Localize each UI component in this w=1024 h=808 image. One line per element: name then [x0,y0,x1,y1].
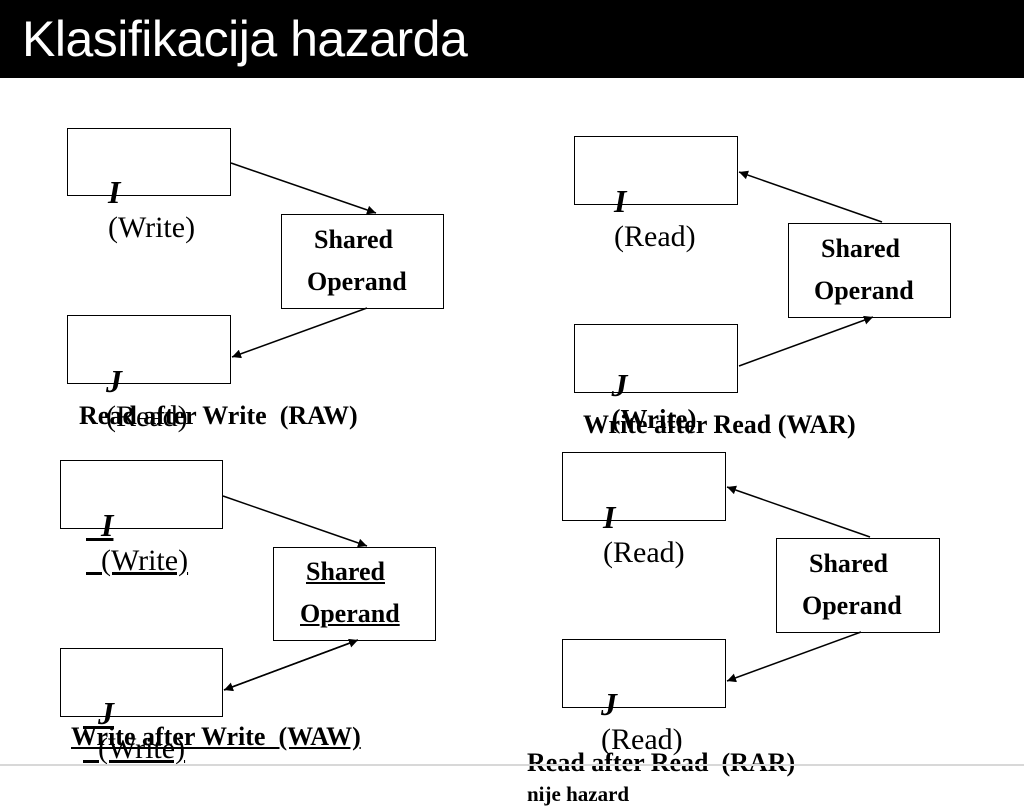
title-bar: Klasifikacija hazarda [0,0,1024,78]
raw-instruction-i-label: I (Write) [93,140,195,245]
raw-j-op: (Read) [106,400,188,433]
raw-shared-operand-box: Shared Operand [281,214,444,309]
war-arrow-j-to-operand [738,315,874,367]
raw-arrow-i-to-operand [230,162,377,215]
raw-shared-line1: Shared [314,225,393,254]
raw-i-op: (Write) [108,211,196,244]
raw-i-var: I [108,174,121,210]
waw-i-op: (Write) [101,544,189,577]
raw-shared-line2: Operand [307,267,407,296]
rar-shared-operand-box: Shared Operand [776,538,940,633]
war-j-var: J [611,367,628,403]
raw-j-var: J [106,363,122,399]
waw-shared-operand-box: Shared Operand [273,547,436,641]
dependency-arrows [222,162,883,692]
war-shared-line2: Operand [814,276,914,305]
waw-caption: Write after Write (WAW) [71,722,361,751]
waw-instruction-j-box [60,648,223,717]
rar-instruction-j-label: J (Read) [586,652,683,757]
raw-instruction-j-label: J (Read) [91,329,188,434]
war-i-var: I [614,183,627,219]
waw-arrow-i-to-operand [222,495,368,548]
rar-instruction-i-label: I (Read) [588,465,685,570]
waw-i-var: I [101,507,114,543]
rar-shared-line1: Shared [809,549,888,578]
war-shared-line1: Shared [821,234,900,263]
waw-j-op: (Write) [98,732,186,765]
raw-instruction-j-box [67,315,231,384]
waw-shared-line2: Operand [300,599,400,628]
rar-instruction-i-box [562,452,726,521]
raw-instruction-i-box [67,128,231,196]
rar-not-hazard-note: nije hazard [527,782,630,806]
rar-j-op: (Read) [601,723,683,756]
war-shared-operand-box: Shared Operand [788,223,951,318]
war-arrow-operand-to-i [738,170,883,223]
rar-i-op: (Read) [603,536,685,569]
slide-title: Klasifikacija hazarda [22,11,468,67]
waw-arrow-j-to-operand [223,638,359,691]
war-instruction-j-label: J (Write) [598,336,697,435]
rar-instruction-j-box [562,639,726,708]
war-instruction-i-box [574,136,738,205]
rar-i-var: I [603,499,616,535]
war-instruction-i-label: I (Read) [599,149,696,254]
waw-shared-line1: Shared [306,557,385,586]
waw-instruction-j-label: J (Write) [83,661,185,766]
war-caption: Write after Read (WAR) [583,410,856,439]
rar-shared-line2: Operand [802,591,902,620]
rar-arrow-operand-to-j [726,631,862,683]
war-j-op: (Write) [611,404,697,434]
bottom-rule [0,764,1024,766]
rar-j-var: J [601,686,617,722]
war-instruction-j-box [574,324,738,393]
raw-arrow-operand-to-j [231,307,368,359]
war-i-op: (Read) [614,220,696,253]
waw-instruction-i-label: I (Write) [86,473,188,578]
waw-instruction-i-box [60,460,223,529]
waw-j-var: J [98,695,114,731]
raw-caption: Read after Write (RAW) [79,401,358,430]
rar-arrow-operand-to-i [726,485,871,538]
